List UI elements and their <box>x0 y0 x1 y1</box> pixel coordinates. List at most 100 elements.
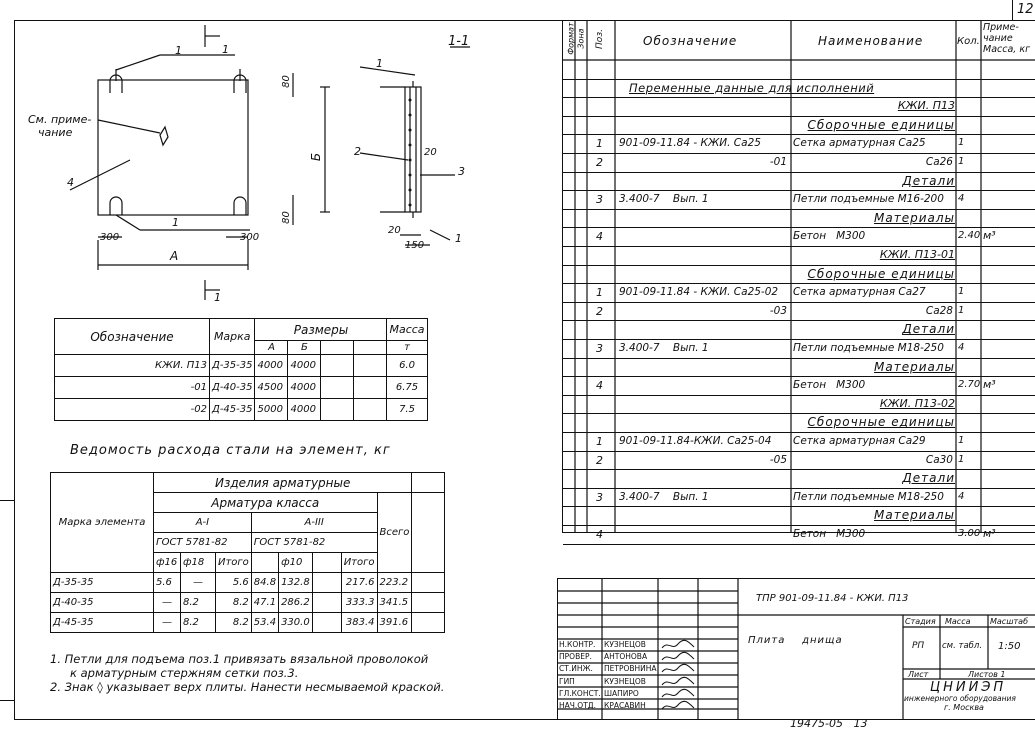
spec-row-line <box>563 264 1035 266</box>
spec-row-line <box>563 227 1035 229</box>
dim-80-top: 80 <box>280 75 292 88</box>
dim-300-right: 300 <box>240 232 260 243</box>
plate-drawing <box>69 25 470 300</box>
table-row: -02 Д-45-35 5000 4000 7.5 <box>54 398 428 421</box>
spec-pos: 4 <box>596 230 603 244</box>
spec-variant: КЖИ. П13-02 <box>879 396 955 410</box>
title-block-grid <box>558 579 1035 720</box>
sheet-border-top <box>14 20 1035 21</box>
col-itogo1: Итого <box>215 552 252 573</box>
signer-role: ПРОВЕР. <box>559 652 592 662</box>
note-line: 2. Знак ◊ указывает верх плиты. Нанести … <box>50 680 445 694</box>
signer-name: КУЗНЕЦОВ <box>604 640 646 649</box>
spec-designation: -01 <box>769 156 787 168</box>
spec-qty: 1 <box>958 286 965 298</box>
spec-designation: 901-09-11.84 - КЖИ. Са25-02 <box>619 286 779 299</box>
spec-note: м³ <box>983 378 996 392</box>
section-label: 1-1 <box>448 34 470 49</box>
dim-300-left: 300 <box>100 232 120 243</box>
spec-designation: 3.400-7 Вып. 1 <box>619 193 709 206</box>
spec-pos: 3 <box>596 193 603 207</box>
signature-icon <box>661 651 695 661</box>
spec-section: Материалы <box>874 359 955 374</box>
table-row: Д-35-35 5.6 — 5.6 84.8 132.8 217.6 223.2 <box>50 572 446 593</box>
dim-b: Б <box>309 152 324 162</box>
col-sizes: Размеры <box>254 318 388 341</box>
spec-variant: КЖИ. П13 <box>897 99 955 113</box>
signer-name: ПЕТРОВНИНА <box>604 664 657 674</box>
spec-designation: 901-09-11.84-КЖИ. Са25-04 <box>619 435 772 447</box>
spec-designation: 901-09-11.84 - КЖИ. Са25 <box>619 137 761 150</box>
section-mark-bottom: 1 <box>214 291 221 304</box>
spec-section: Сборочные единицы <box>807 117 955 132</box>
spec-pos: 2 <box>596 304 603 318</box>
signer-role: ГИП <box>559 676 575 686</box>
steel-table-title: Ведомость расхода стали на элемент, кг <box>70 443 391 458</box>
col-element-mark: Марка элемента <box>50 472 154 573</box>
spec-section: Материалы <box>874 210 955 225</box>
spec-name: Са28 <box>925 304 953 317</box>
title-block: ТПР 901-09-11.84 - КЖИ. П13 Плита днища … <box>557 578 1035 720</box>
dim-20b: 20 <box>388 225 401 236</box>
spec-row-line <box>563 301 1035 303</box>
spec-name: Петли подъемные М18-250 <box>793 490 944 503</box>
spec-row-line <box>563 208 1035 210</box>
spec-h-note: Приме- чание Масса, кг <box>983 22 1031 55</box>
note-label: См. приме- <box>28 113 92 126</box>
notes: 1. Петли для подъема поз.1 привязать вяз… <box>50 652 444 694</box>
spec-h-name: Наименование <box>818 34 924 48</box>
plate-plan-outline <box>97 79 249 216</box>
spec-pos: 1 <box>596 286 603 300</box>
spec-qty: 1 <box>958 304 965 316</box>
spec-designation: -05 <box>769 453 787 466</box>
signer-role: ГЛ.КОНСТ. <box>559 688 601 698</box>
col-ai: А-I <box>153 512 252 533</box>
tb-stage: РП <box>912 641 925 651</box>
spec-name: Сетка арматурная Са27 <box>793 286 926 299</box>
col-d10: ф10 <box>278 552 313 573</box>
spec-table: Формат Зона Поз. Обозначение Наименовани… <box>562 20 1035 545</box>
col-itogo2: Итого <box>340 552 378 573</box>
table-row: Д-45-35 — 8.2 8.2 53.4 330.0 383.4 391.6 <box>50 612 446 633</box>
sheet-number-box <box>1012 0 1035 20</box>
spec-designation: 3.400-7 Вып. 1 <box>619 490 709 503</box>
spec-row-line <box>563 134 1035 136</box>
spec-qty: 1 <box>958 156 965 167</box>
spec-name: Са30 <box>925 453 953 466</box>
spec-name: Петли подъемные М16-200 <box>793 193 944 206</box>
col-mass: Масса <box>386 318 428 341</box>
spec-pos: 3 <box>596 342 603 355</box>
top-mark-diamond-icon <box>159 125 169 147</box>
spec-row-line <box>563 78 1035 80</box>
col-gost1: ГОСТ 5781-82 <box>153 532 252 553</box>
spec-pos: 2 <box>596 453 603 467</box>
spec-qty: 2.40 <box>958 230 981 242</box>
spec-qty: 4 <box>958 193 965 205</box>
spec-qty: 2.70 <box>958 379 981 391</box>
signer-role: СТ.ИНЖ. <box>559 664 593 674</box>
signer-role: НАЧ.ОТД. <box>559 701 597 710</box>
pos-4-label: 4 <box>67 176 74 189</box>
spec-row-line <box>563 283 1035 285</box>
spec-pos: 2 <box>596 156 603 169</box>
col-d16: ф16 <box>153 552 181 573</box>
spec-row-line <box>563 339 1035 340</box>
spec-name: Бетон М300 <box>793 379 866 392</box>
spec-name: Петли подъемные М18-250 <box>793 342 944 354</box>
signature-icon <box>661 664 695 673</box>
tb-code: ТПР 901-09-11.84 - КЖИ. П13 <box>756 593 909 604</box>
plate-section-outline <box>404 86 422 213</box>
tb-city: г. Москва <box>944 703 984 712</box>
spec-h-qty: Кол. <box>957 36 980 47</box>
spec-name: Сетка арматурная Са25 <box>793 137 926 150</box>
spec-row-line <box>563 432 1035 433</box>
spec-qty: 4 <box>958 342 965 353</box>
spec-row-line <box>563 115 1035 117</box>
tb-object: Плита днища <box>748 635 843 646</box>
spec-section: Сборочные единицы <box>807 266 955 281</box>
spec-qty: 1 <box>958 435 965 446</box>
steel-table: Марка элемента Изделия арматурные Армату… <box>50 472 446 633</box>
col-gost2: ГОСТ 5781-82 <box>250 532 378 553</box>
spec-row-line <box>563 543 1035 545</box>
tb-scale-h: Масштаб <box>990 617 1029 626</box>
